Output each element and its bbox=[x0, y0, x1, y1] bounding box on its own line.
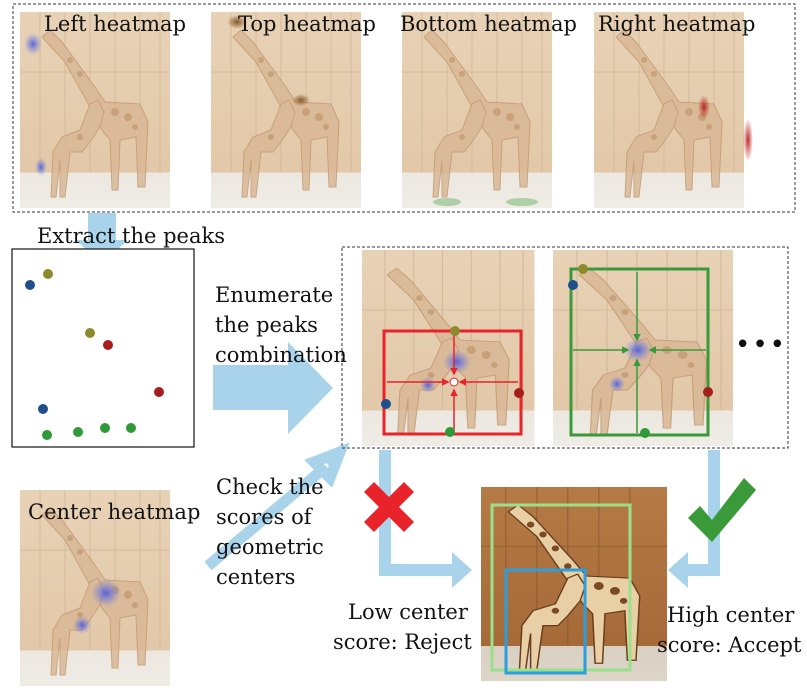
top-heatmap-image bbox=[210, 11, 362, 209]
right-heatmap-title: Right heatmap bbox=[598, 12, 756, 36]
result-box-large bbox=[490, 503, 632, 672]
low-score-label-1: Low center bbox=[348, 600, 468, 624]
flow-arrow-reject bbox=[379, 450, 472, 588]
peak-right-2 bbox=[154, 387, 164, 397]
peak-bottom-4 bbox=[126, 423, 136, 433]
peak-top-1 bbox=[43, 269, 53, 279]
enumerate-label-3: combination bbox=[215, 343, 347, 367]
reject-box bbox=[381, 326, 524, 437]
bottom-heatmap-image bbox=[401, 11, 553, 209]
heatmap-group-frame bbox=[12, 3, 796, 213]
more-combinations-ellipsis: ••• bbox=[735, 330, 788, 360]
peak-right-1 bbox=[103, 340, 113, 350]
result-image bbox=[480, 486, 668, 682]
peaks-panel bbox=[11, 248, 195, 448]
combination-reject-image bbox=[361, 249, 536, 447]
center-heatmap-image bbox=[19, 489, 171, 687]
accept-box bbox=[568, 264, 713, 438]
flow-arrow-enumerate bbox=[213, 342, 333, 434]
top-heatmap-title: Top heatmap bbox=[238, 12, 376, 36]
center-heatmap-title: Center heatmap bbox=[28, 500, 201, 524]
peak-bottom-2 bbox=[73, 427, 83, 437]
enumerate-label-2: the peaks bbox=[215, 313, 318, 337]
peak-bottom-1 bbox=[42, 430, 52, 440]
left-heatmap-image bbox=[19, 11, 171, 209]
high-score-label-1: High center bbox=[667, 603, 795, 627]
check-label-2: scores of bbox=[216, 505, 312, 529]
combination-accept-image bbox=[552, 249, 734, 447]
extract-peaks-label: Extract the peaks bbox=[37, 224, 226, 248]
right-heatmap-image bbox=[593, 11, 753, 209]
left-heatmap-title: Left heatmap bbox=[43, 12, 187, 36]
peak-left-2 bbox=[38, 404, 48, 414]
high-score-label-2: score: Accept bbox=[657, 633, 802, 657]
result-box-small bbox=[504, 568, 587, 675]
reject-cross-icon bbox=[364, 482, 414, 532]
combinations-frame bbox=[341, 246, 789, 449]
accept-check-icon bbox=[688, 478, 756, 542]
peak-left-1 bbox=[25, 280, 35, 290]
peak-top-2 bbox=[85, 328, 95, 338]
check-label-3: geometric bbox=[216, 535, 324, 559]
low-score-label-2: score: Reject bbox=[333, 630, 472, 654]
check-label-4: centers bbox=[216, 565, 296, 589]
enumerate-label-1: Enumerate bbox=[215, 283, 334, 307]
peak-bottom-3 bbox=[100, 423, 110, 433]
check-label-1: Check the bbox=[216, 475, 324, 499]
peak-points bbox=[25, 269, 164, 440]
bottom-heatmap-title: Bottom heatmap bbox=[400, 12, 577, 36]
